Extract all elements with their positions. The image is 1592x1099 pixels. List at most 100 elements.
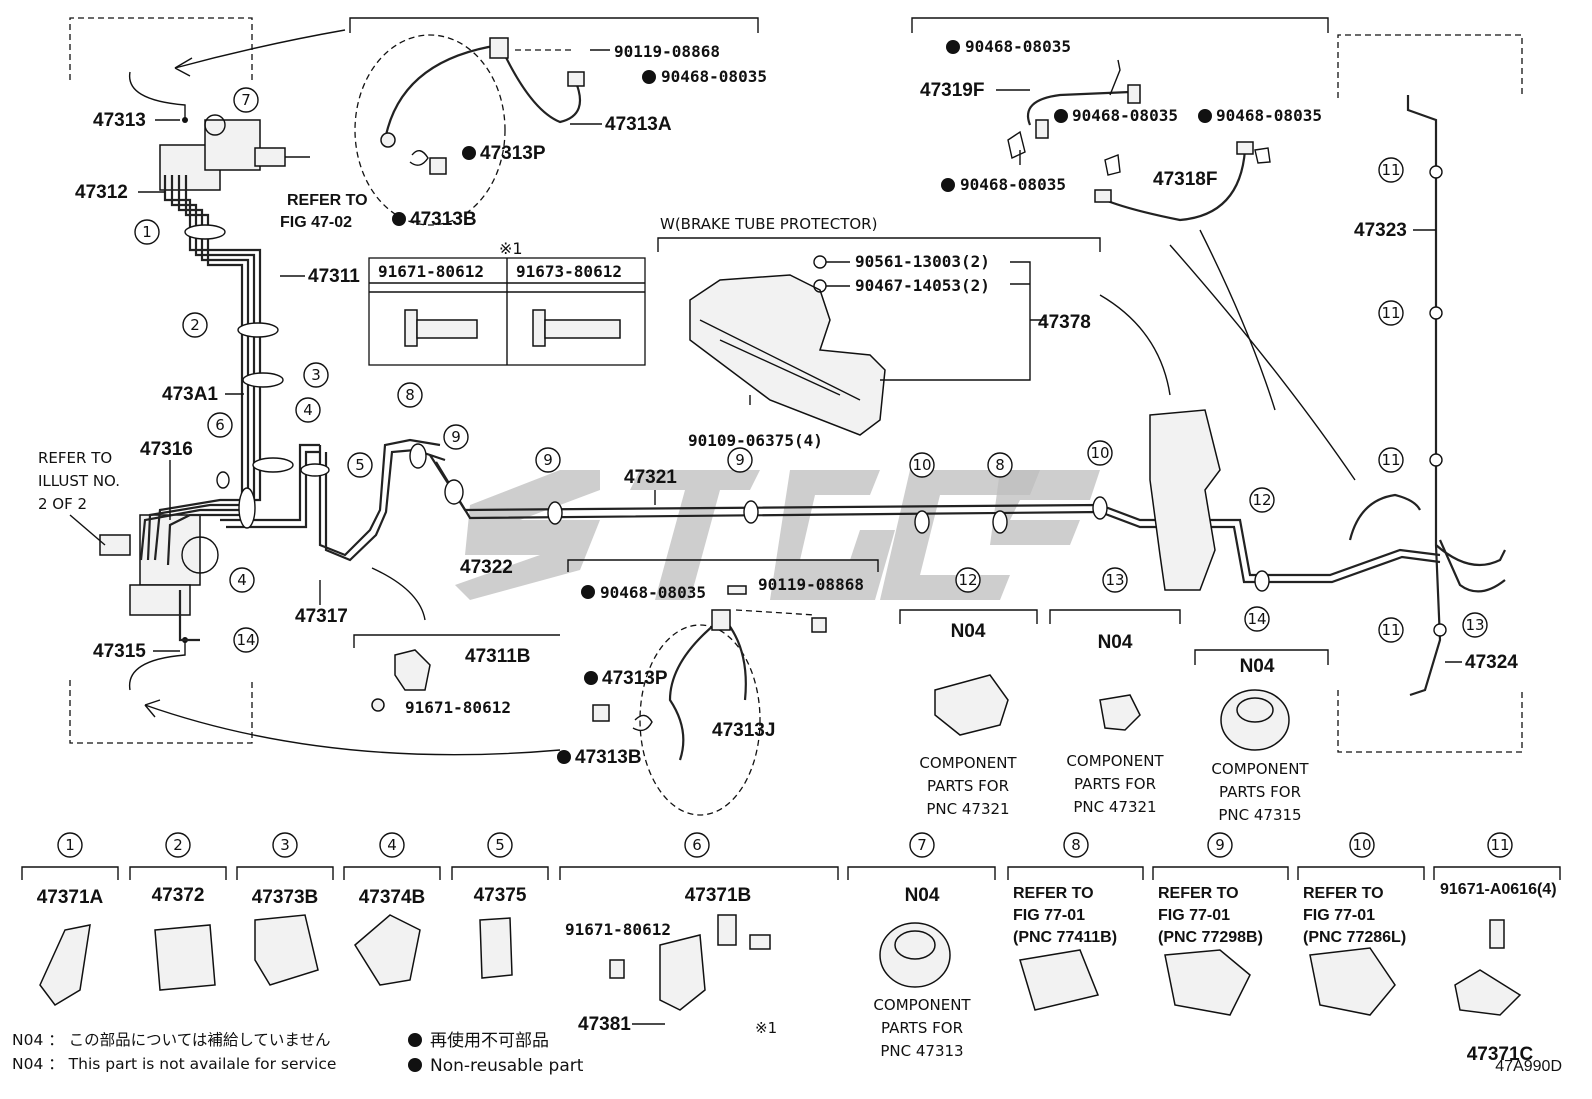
svg-text:COMPONENT: COMPONENT: [873, 996, 971, 1014]
legend-dot-icon: [408, 1033, 422, 1047]
svg-text:(PNC 77298B): (PNC 77298B): [1158, 929, 1263, 946]
bottom-brackets: [21, 866, 1561, 880]
bolt-table-col2: 91673-80612: [516, 262, 622, 281]
label-47316: 47316: [140, 439, 193, 460]
frame-lower-left: [69, 680, 253, 744]
svg-text:4: 4: [237, 571, 247, 589]
bottom-item-8: 8 REFER TO FIG 77-01 (PNC 77411B): [1013, 832, 1117, 946]
svg-text:REFER TO: REFER TO: [1303, 885, 1384, 902]
refer-illust-line1: REFER TO: [38, 449, 112, 467]
hose-47313A-detail: [354, 34, 585, 226]
watermark-logo: [455, 470, 1100, 600]
svg-text:12: 12: [1252, 491, 1271, 509]
refer-fig-line1: REFER TO: [287, 192, 368, 209]
label-47313P-upper: 47313P: [480, 143, 546, 164]
callout-9: 9: [535, 447, 561, 473]
mounting-plate: [1149, 409, 1221, 591]
svg-text:9: 9: [451, 428, 461, 446]
label-90468-upper: 90468-08035: [661, 67, 767, 86]
svg-text:COMPONENT: COMPONENT: [1066, 752, 1164, 770]
svg-text:47374B: 47374B: [359, 887, 426, 908]
svg-text:47371C: 47371C: [1467, 1044, 1534, 1065]
label-90119-upper: 90119-08868: [614, 42, 720, 61]
callout-2: 2: [182, 312, 208, 338]
callout-4: 4: [295, 397, 321, 423]
svg-text:13: 13: [1105, 571, 1124, 589]
hose-rear: [1348, 493, 1421, 541]
note-n04-en: N04 ： This part is not availale for serv…: [12, 1055, 337, 1073]
svg-text:6: 6: [215, 416, 225, 434]
svg-text:4: 4: [387, 836, 397, 854]
svg-text:47373B: 47373B: [252, 887, 319, 908]
callout-circles: 7 1: [134, 87, 259, 245]
svg-text:1: 1: [142, 223, 152, 241]
svg-text:8: 8: [405, 386, 415, 404]
tube-47317: [318, 438, 441, 557]
master-cylinder: [128, 71, 310, 191]
hose-rear-b: [1438, 539, 1506, 593]
clamps: [184, 165, 1447, 637]
arrow-47311b: [371, 567, 426, 621]
svg-text:FIG 77-01: FIG 77-01: [1303, 907, 1375, 924]
callout-9: 9: [727, 447, 753, 473]
label-47312: 47312: [75, 182, 128, 203]
label-47321: 47321: [624, 467, 677, 488]
hose-47313J-detail: [592, 585, 827, 816]
svg-text:47371B: 47371B: [685, 885, 752, 906]
svg-text:91671-80612: 91671-80612: [565, 920, 671, 939]
legend: 再使用不可部品 Non-reusable part: [408, 1029, 583, 1079]
svg-text:N04: N04: [905, 885, 940, 906]
label-47313A: 47313A: [605, 114, 672, 135]
bolt-table-title: ※1: [499, 239, 523, 258]
callout-5: 5: [347, 452, 373, 478]
frame-upper-right: [1337, 34, 1523, 98]
svg-text:PARTS FOR: PARTS FOR: [1219, 783, 1301, 801]
svg-text:N04: N04: [1240, 656, 1275, 677]
callout-11: 11: [1378, 300, 1404, 326]
svg-text:REFER TO: REFER TO: [1013, 885, 1094, 902]
svg-text:9: 9: [735, 451, 745, 469]
bottom-item-11: 11 91671-A0616(4) 47371C: [1440, 832, 1557, 1065]
bracket-47311b: [353, 634, 560, 648]
clip-47311B: [371, 649, 431, 712]
label-90468-mid: 90468-08035: [600, 583, 706, 602]
svg-text:PARTS FOR: PARTS FOR: [927, 777, 1009, 795]
svg-text:2: 2: [190, 316, 200, 334]
label-47322: 47322: [460, 557, 513, 578]
bracket-mid: [567, 559, 879, 572]
svg-text:47375: 47375: [474, 885, 527, 906]
svg-text:11: 11: [1490, 836, 1509, 854]
svg-text:PNC 47321: PNC 47321: [926, 800, 1009, 818]
callout-8: 8: [987, 452, 1013, 478]
callout-11: 11: [1378, 617, 1404, 643]
svg-text:N04: N04: [951, 621, 986, 642]
brake-tube-protector: [689, 255, 1045, 436]
label-47317: 47317: [295, 606, 348, 627]
bracket-top-left: [349, 17, 759, 33]
svg-text:8: 8: [1071, 836, 1081, 854]
svg-text:2: 2: [173, 836, 183, 854]
callout-6: 6: [207, 412, 233, 438]
bottom-part-icons: [39, 914, 1522, 1016]
n04-group-13: 13 N04 COMPONENT PARTS FOR PNC 47321: [1066, 567, 1164, 816]
protector-title: W(BRAKE TUBE PROTECTOR): [660, 215, 877, 233]
legend-item-jp: 再使用不可部品: [408, 1029, 583, 1054]
frame-lower-right: [1337, 690, 1523, 753]
label-90468-r4: 90468-08035: [960, 175, 1066, 194]
svg-text:14: 14: [236, 631, 255, 649]
svg-text:9: 9: [543, 451, 553, 469]
svg-text:47371A: 47371A: [37, 887, 104, 908]
service-notes: N04 ： この部品については補給していません N04 ： This part …: [12, 1028, 336, 1076]
svg-text:14: 14: [1247, 610, 1266, 628]
tube-47323: [1406, 95, 1442, 697]
bolt-table-col1: 91671-80612: [378, 262, 484, 281]
label-90561: 90561-13003(2): [855, 252, 990, 271]
svg-text:5: 5: [495, 836, 505, 854]
callout-11: 11: [1378, 157, 1404, 183]
n04-group-14: 14 N04 COMPONENT PARTS FOR PNC 47315: [1211, 606, 1309, 824]
